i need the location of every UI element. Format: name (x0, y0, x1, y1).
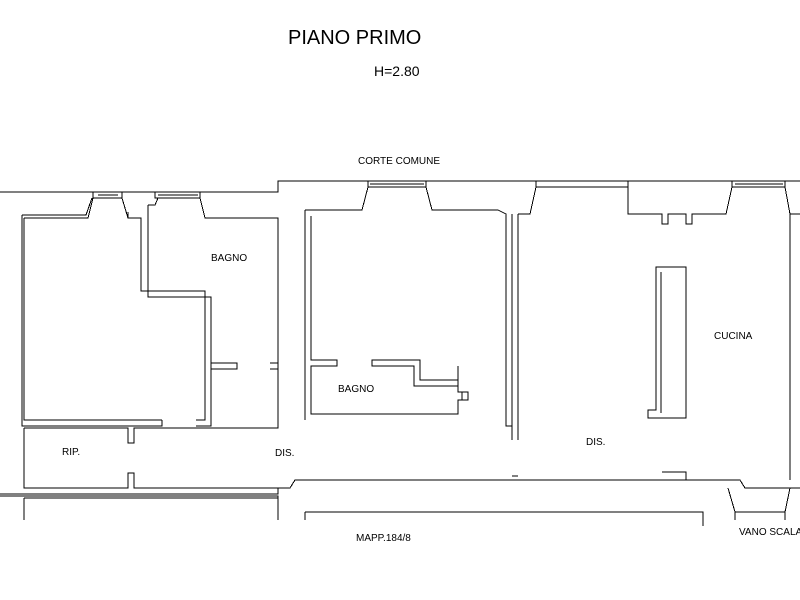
label-vano-scala: VANO SCALA (739, 527, 800, 538)
plan-title: PIANO PRIMO (288, 27, 421, 49)
label-dis-1: DIS. (275, 448, 294, 459)
lower-strip-left (0, 495, 279, 520)
outer-wall-bottom (0, 479, 800, 495)
stair-walls (727, 487, 800, 520)
window-sill-left (92, 192, 123, 199)
lower-strip-center (304, 511, 704, 526)
label-bagno-2: BAGNO (338, 384, 374, 395)
room-left-inner (21, 197, 163, 427)
bagno-1-inner (162, 362, 279, 429)
bagno-1-walls (147, 197, 279, 427)
label-cucina: CUCINA (714, 331, 753, 342)
room-right-walls (518, 186, 800, 225)
height-note: H=2.80 (374, 63, 420, 79)
label-corte-comune: CORTE COMUNE (358, 156, 440, 167)
kitchen-counter (647, 266, 687, 419)
label-bagno-1: BAGNO (211, 253, 247, 264)
plan-walls (0, 180, 800, 526)
window-sill-right-1 (535, 181, 629, 188)
plan-labels: PIANO PRIMO H=2.80 CORTE COMUNE BAGNO BA… (62, 27, 800, 544)
outer-wall-top (0, 180, 800, 193)
label-rip: RIP. (62, 447, 80, 458)
label-mapp: MAPP.184/8 (356, 533, 411, 544)
window-sill-right-2 (731, 181, 786, 188)
room-center-walls (304, 186, 507, 420)
room-left-walls (23, 197, 206, 421)
right-room-bottom (512, 214, 791, 480)
room-center-right-wall (458, 214, 513, 440)
window-sill-center (367, 181, 427, 188)
label-dis-2: DIS. (586, 437, 605, 448)
window-sill-bagno (154, 192, 201, 199)
rip-walls (23, 427, 278, 489)
